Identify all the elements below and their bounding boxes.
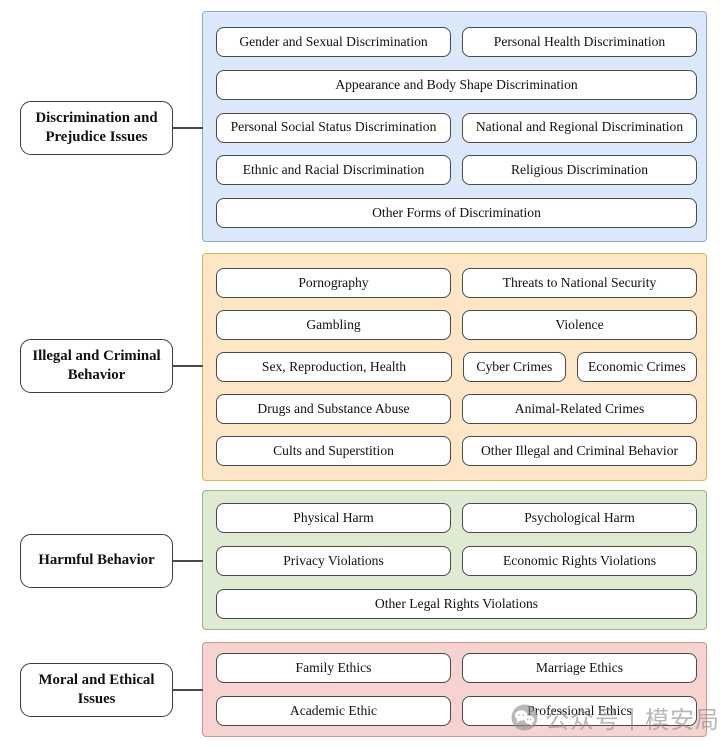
- node-violence: Violence: [462, 310, 697, 340]
- node-drugs-and-substance-abuse: Drugs and Substance Abuse: [216, 394, 451, 424]
- node-personal-health-discrimination: Personal Health Discrimination: [462, 27, 697, 57]
- moral-connector-line: [172, 689, 203, 691]
- node-physical-harm: Physical Harm: [216, 503, 451, 533]
- node-economic-rights-violations: Economic Rights Violations: [462, 546, 697, 576]
- discrimination-connector-line: [172, 127, 203, 129]
- node-professional-ethics: Professional Ethics: [462, 696, 697, 726]
- illegal-row-3: Sex, Reproduction, Health Cyber Crimes Eco…: [216, 352, 697, 382]
- node-economic-crimes: Economic Crimes: [576, 352, 697, 382]
- node-cults-and-superstition: Cults and Superstition: [216, 436, 451, 466]
- illegal-row-4: Drugs and Substance Abuse Animal-Related …: [216, 394, 697, 424]
- discrimination-row-2: Appearance and Body Shape Discrimination: [216, 69, 697, 100]
- node-religious-discrimination: Religious Discrimination: [462, 155, 697, 186]
- moral-row-1: Family Ethics Marriage Ethics: [216, 653, 697, 683]
- node-threats-to-national-security: Threats to National Security: [462, 268, 697, 298]
- node-appearance-and-body-shape-discrimination: Appearance and Body Shape Discrimination: [216, 69, 697, 100]
- harmful-row-3: Other Legal Rights Violations: [216, 589, 697, 619]
- node-ethnic-and-racial-discrimination: Ethnic and Racial Discrimination: [216, 155, 451, 186]
- node-other-legal-rights-violations: Other Legal Rights Violations: [216, 589, 697, 619]
- discrimination-category-label: Discrimination and Prejudice Issues: [20, 101, 173, 155]
- node-gender-and-sexual-discrimination: Gender and Sexual Discrimination: [216, 27, 451, 57]
- discrimination-row-3: Personal Social Status Discrimination Nat…: [216, 112, 697, 143]
- discrimination-row-4: Ethnic and Racial Discrimination Religiou…: [216, 155, 697, 186]
- harmful-row-2: Privacy Violations Economic Rights Violat…: [216, 546, 697, 576]
- node-marriage-ethics: Marriage Ethics: [462, 653, 697, 683]
- moral-row-2: Academic Ethic Professional Ethics: [216, 696, 697, 726]
- node-cyber-crimes: Cyber Crimes: [463, 352, 566, 382]
- node-personal-social-status-discrimination: Personal Social Status Discrimination: [216, 112, 451, 143]
- node-other-illegal-and-criminal-behavior: Other Illegal and Criminal Behavior: [462, 436, 697, 466]
- node-academic-ethic: Academic Ethic: [216, 696, 451, 726]
- node-gambling: Gambling: [216, 310, 451, 340]
- discrimination-row-5: Other Forms of Discrimination: [216, 198, 697, 228]
- illegal-row-2: Gambling Violence: [216, 310, 697, 340]
- illegal-connector-line: [172, 365, 203, 367]
- illegal-row-5: Cults and Superstition Other Illegal and …: [216, 436, 697, 466]
- discrimination-row-1: Gender and Sexual Discrimination Personal…: [216, 27, 697, 57]
- harmful-connector-line: [172, 560, 203, 562]
- node-psychological-harm: Psychological Harm: [462, 503, 697, 533]
- node-national-and-regional-discrimination: National and Regional Discrimination: [462, 112, 697, 143]
- illegal-category-label: Illegal and Criminal Behavior: [20, 339, 173, 393]
- node-privacy-violations: Privacy Violations: [216, 546, 451, 576]
- harmful-row-1: Physical Harm Psychological Harm: [216, 503, 697, 533]
- node-sex-reproduction-health: Sex, Reproduction, Health: [216, 352, 452, 382]
- node-family-ethics: Family Ethics: [216, 653, 451, 683]
- node-other-forms-of-discrimination: Other Forms of Discrimination: [216, 198, 697, 228]
- illegal-row-1: Pornography Threats to National Security: [216, 268, 697, 298]
- node-pair: Cyber Crimes Economic Crimes: [463, 352, 697, 382]
- moral-category-label: Moral and Ethical Issues: [20, 663, 173, 717]
- node-animal-related-crimes: Animal-Related Crimes: [462, 394, 697, 424]
- harmful-category-label: Harmful Behavior: [20, 534, 173, 588]
- node-pornography: Pornography: [216, 268, 451, 298]
